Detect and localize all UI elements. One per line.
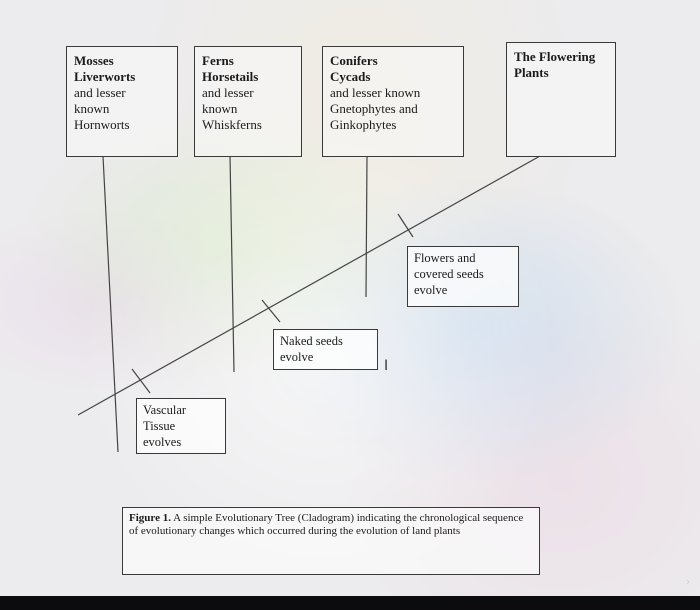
branch-mosses — [102, 155, 119, 453]
group-ferns-line-3: and lesser — [202, 85, 254, 100]
event-vascular-line-3: evolves — [143, 435, 182, 449]
group-conifers-line-2: Cycads — [330, 69, 371, 84]
group-conifers-line-5: Ginkophytes — [330, 117, 397, 132]
group-ferns-line-5: Whiskferns — [202, 117, 262, 132]
group-flowering-line-1: The Flowering — [514, 49, 596, 64]
tick-flowers — [397, 213, 414, 238]
event-naked-seeds-line-1: Naked seeds — [280, 334, 343, 348]
group-ferns-line-2: Horsetails — [202, 69, 259, 84]
group-conifers-line-1: Conifers — [330, 53, 378, 68]
text-cursor-icon: I — [384, 358, 389, 374]
group-box-conifers: Conifers Cycads and lesser known Gnetoph… — [322, 46, 464, 157]
main-trunk-line — [77, 155, 541, 416]
event-naked-seeds-line-2: evolve — [280, 350, 314, 364]
branch-conifers — [365, 155, 368, 298]
event-vascular-line-2: Tissue — [143, 419, 176, 433]
group-box-flowering: The Flowering Plants — [506, 42, 616, 157]
figure-caption-text: A simple Evolutionary Tree (Cladogram) i… — [129, 512, 524, 537]
group-box-mosses: Mosses Liverworts and lesser known Hornw… — [66, 46, 178, 157]
event-box-naked-seeds: Naked seeds evolve — [273, 329, 378, 370]
figure-caption-label: Figure 1. — [129, 512, 171, 524]
group-conifers-line-4: Gnetophytes and — [330, 101, 418, 116]
group-mosses-line-4: known — [74, 101, 110, 116]
group-ferns-line-4: known — [202, 101, 238, 116]
tick-vascular — [131, 368, 151, 394]
group-mosses-line-2: Liverworts — [74, 69, 136, 84]
group-ferns-line-1: Ferns — [202, 53, 234, 68]
group-mosses-line-5: Hornworts — [74, 117, 130, 132]
figure-caption: Figure 1. A simple Evolutionary Tree (Cl… — [122, 507, 540, 575]
group-mosses-line-3: and lesser — [74, 85, 126, 100]
event-box-flowers: Flowers and covered seeds evolve — [407, 246, 519, 307]
event-flowers-line-2: covered seeds — [414, 267, 484, 281]
event-flowers-line-1: Flowers and — [414, 251, 476, 265]
group-conifers-line-3: and lesser known — [330, 85, 421, 100]
screen: Mosses Liverworts and lesser known Hornw… — [0, 0, 700, 596]
event-vascular-line-1: Vascular — [143, 403, 187, 417]
tick-naked-seeds — [261, 299, 281, 323]
group-mosses-line-1: Mosses — [74, 53, 114, 68]
group-box-ferns: Ferns Horsetails and lesser known Whiskf… — [194, 46, 302, 157]
cladogram-lines — [77, 155, 541, 453]
chevron-right-icon[interactable]: › — [686, 575, 691, 588]
event-box-vascular: Vascular Tissue evolves — [136, 398, 226, 454]
branch-ferns — [229, 155, 235, 373]
event-flowers-line-3: evolve — [414, 283, 448, 297]
group-flowering-line-2: Plants — [514, 65, 549, 80]
